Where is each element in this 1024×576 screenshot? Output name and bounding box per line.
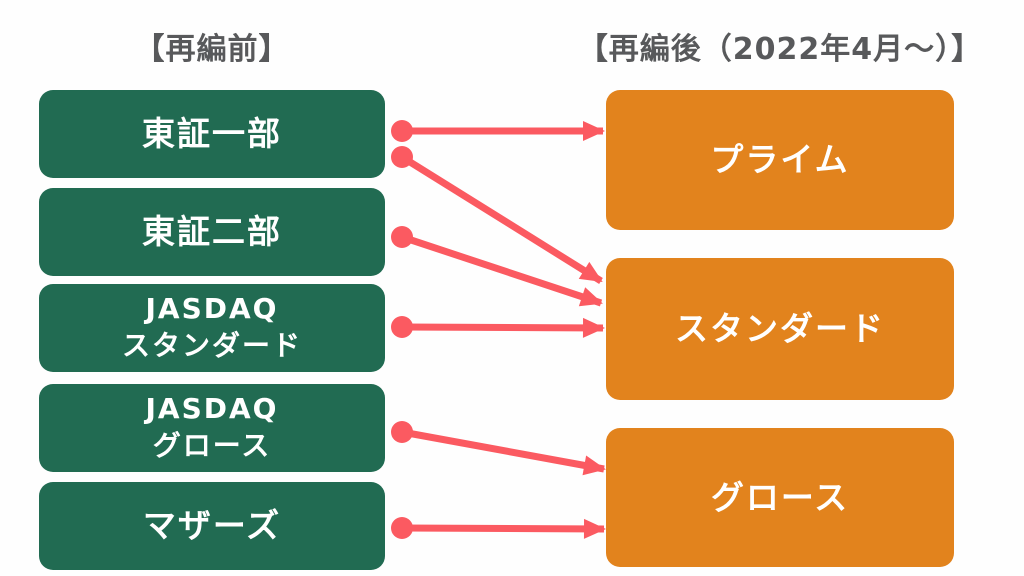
- market-box-tse-first-section: 東証一部: [39, 90, 385, 178]
- market-box-prime: プライム: [606, 90, 954, 230]
- market-box-label: プライム: [710, 140, 850, 180]
- flow-arrow-origin-dot: [391, 517, 413, 539]
- market-box-label: マザーズ: [142, 506, 282, 546]
- market-box-label: 東証一部: [142, 114, 282, 154]
- market-box-growth: グロース: [606, 428, 954, 567]
- flow-arrow-origin-dot: [391, 146, 413, 168]
- before-header: 【再編前】: [134, 32, 290, 67]
- market-box-label: グロース: [710, 477, 850, 517]
- flow-arrow-origin-dot: [391, 421, 413, 443]
- after-header: 【再編後（2022年4月～）】: [577, 32, 983, 67]
- market-box-jasdaq-growth: JASDAQ グロース: [39, 384, 385, 472]
- market-box-mothers: マザーズ: [39, 482, 385, 570]
- flow-arrow-mothers-to-growth: [401, 518, 606, 539]
- flow-arrow-tse-first-section-to-standard: [400, 154, 603, 284]
- market-box-jasdaq-standard: JASDAQ スタンダード: [39, 284, 385, 372]
- market-box-label: JASDAQ グロース: [145, 392, 279, 462]
- market-box-label: 東証二部: [142, 212, 282, 252]
- market-box-label: スタンダード: [675, 309, 885, 349]
- market-box-tse-second-section: 東証二部: [39, 188, 385, 276]
- market-box-label: JASDAQ スタンダード: [121, 292, 302, 362]
- flow-arrow-origin-dot: [391, 120, 413, 142]
- flow-arrow-origin-dot: [391, 226, 413, 248]
- flow-arrow-jasdaq-standard-to-standard: [401, 317, 605, 338]
- market-box-standard: スタンダード: [606, 258, 954, 400]
- flow-arrow-origin-dot: [391, 316, 413, 338]
- flow-arrow-jasdaq-growth-to-growth: [401, 428, 606, 476]
- flow-arrow-tse-second-section-to-standard: [400, 233, 603, 307]
